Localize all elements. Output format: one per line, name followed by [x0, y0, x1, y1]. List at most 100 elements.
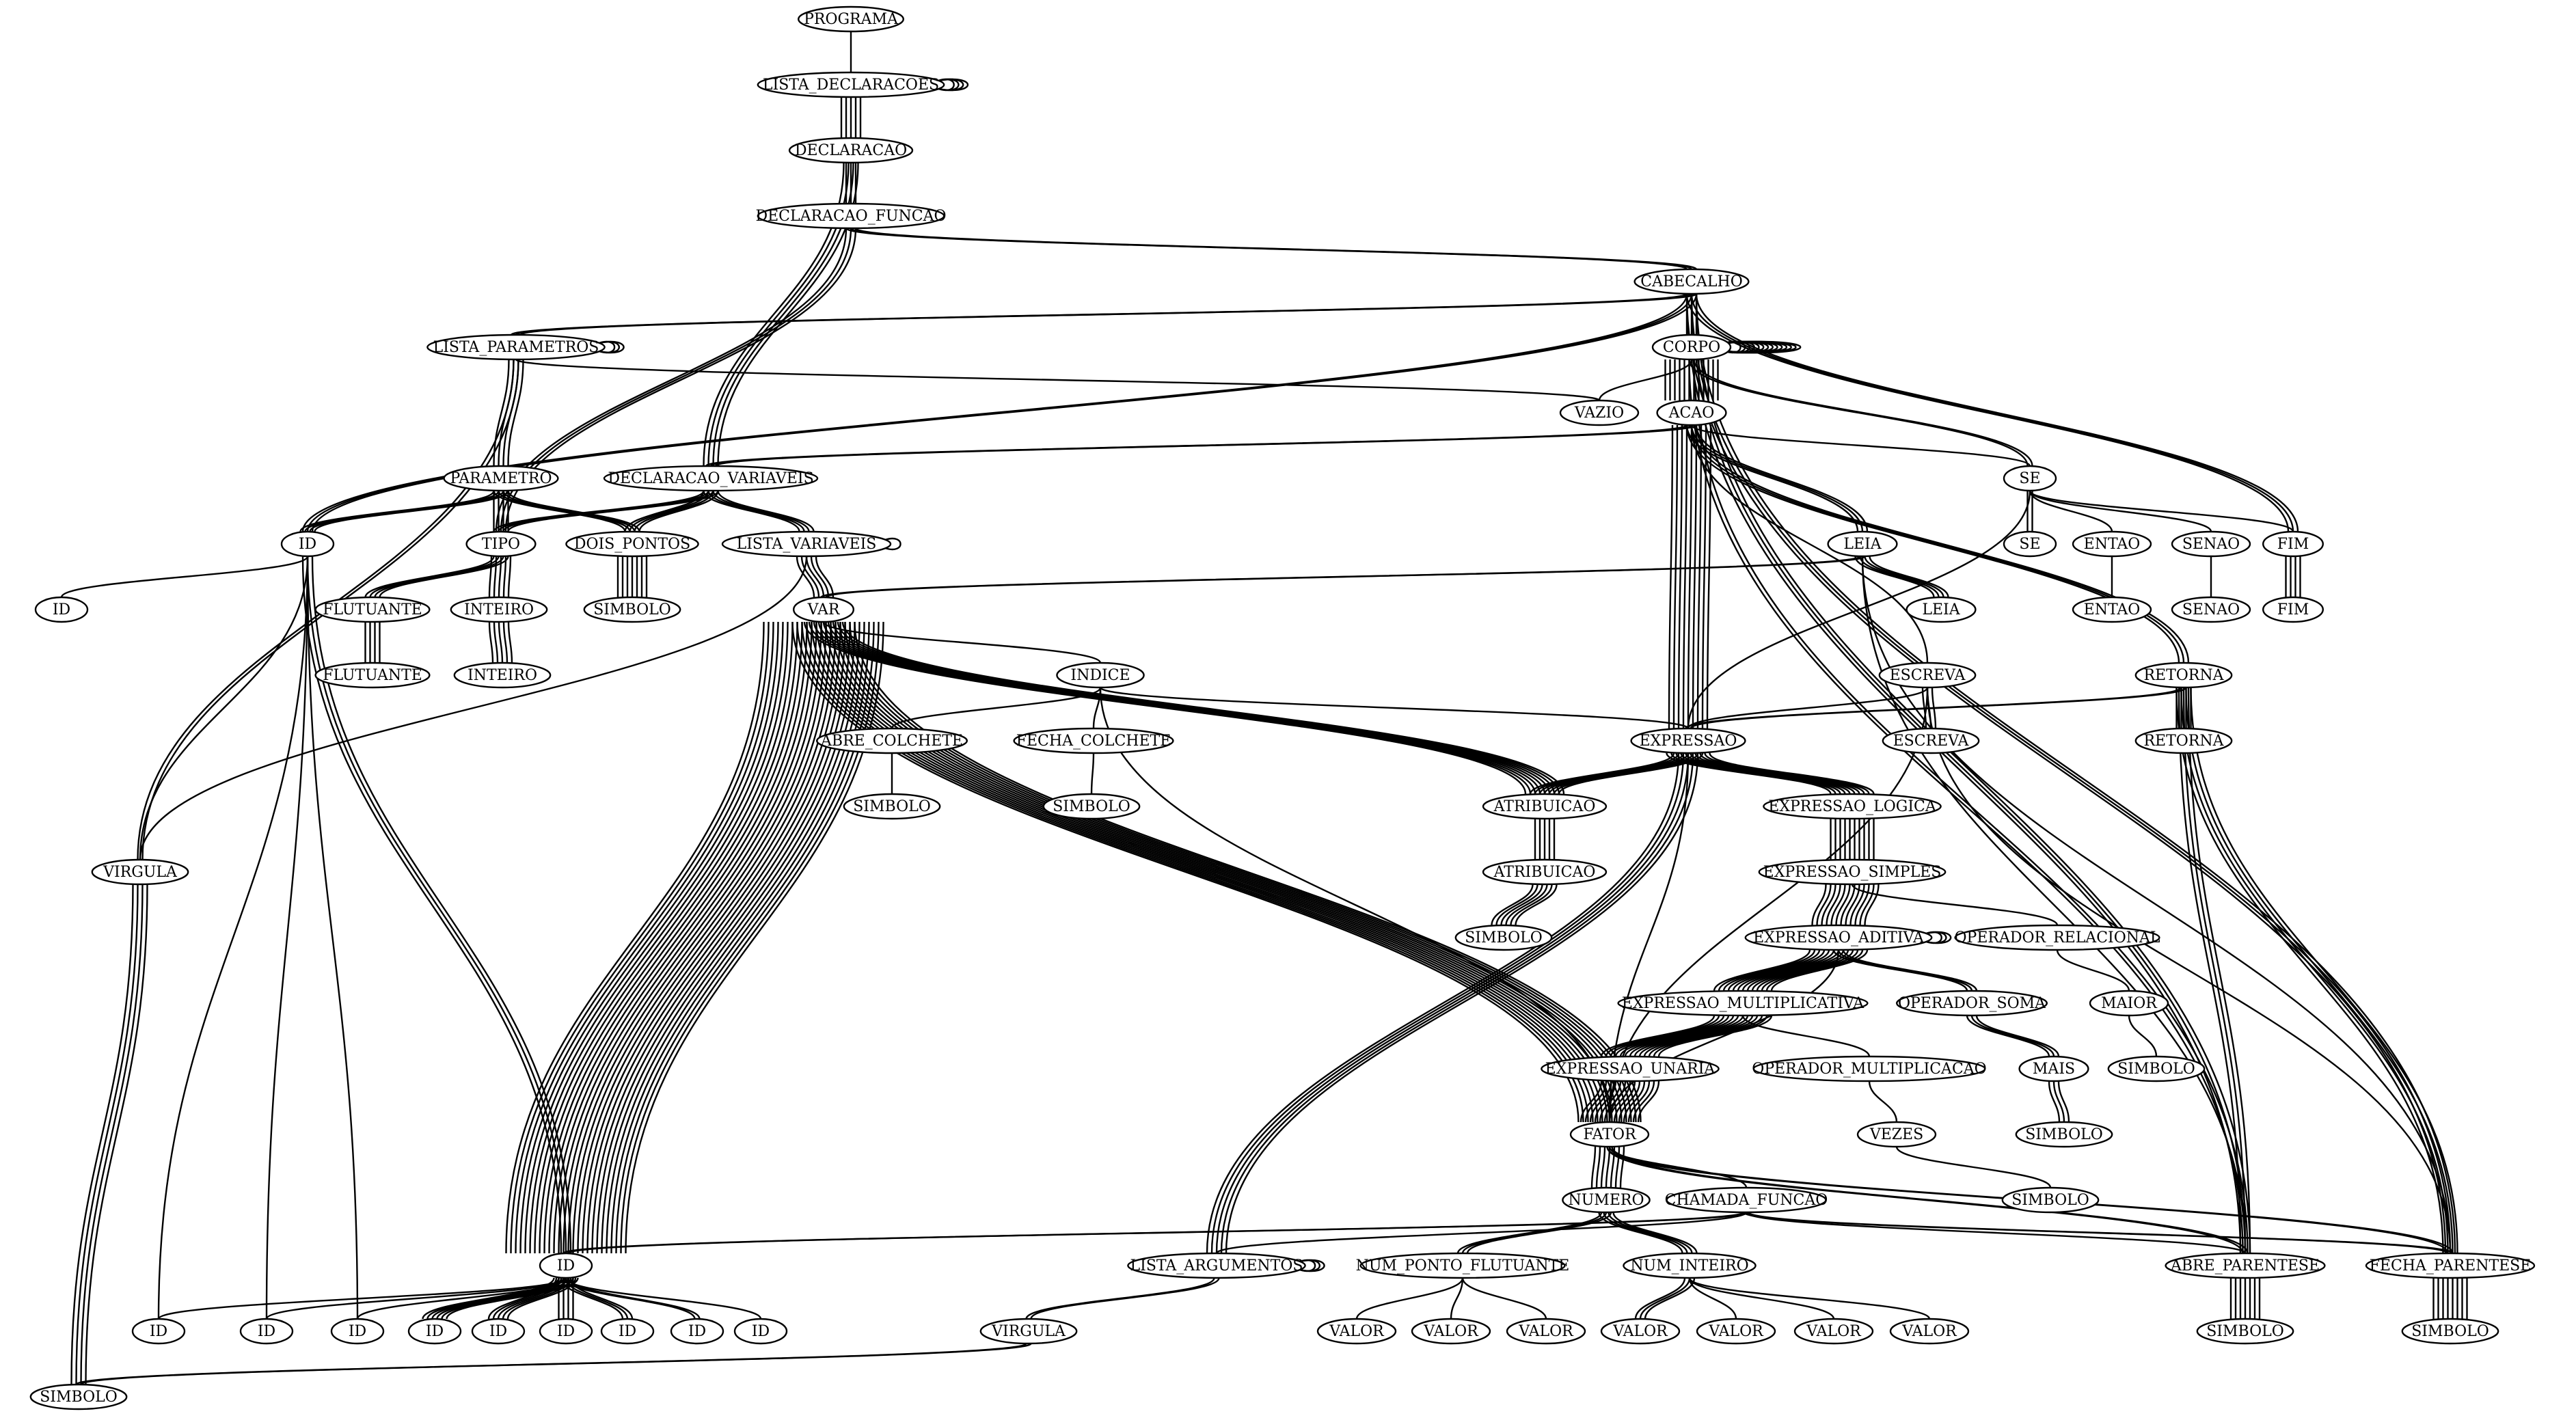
node-ellipse: [1013, 727, 1174, 754]
node-ellipse: [239, 1318, 294, 1345]
edge-n51-n54-5: [1619, 1015, 1735, 1057]
edge-n6-n10-4: [507, 359, 524, 467]
edge-n16-n26-1: [796, 556, 815, 598]
node-se: SE: [2003, 530, 2057, 558]
node-simbolo: SIMBOLO: [2401, 1318, 2499, 1345]
edge-n58-n61-3: [1600, 1146, 1606, 1188]
edge-n49-n51-13: [1770, 949, 1869, 992]
node-id: ID: [131, 1318, 186, 1345]
edge-n51-n54-4: [1614, 1015, 1730, 1057]
node-id: ID: [600, 1318, 655, 1345]
edge-n50-n53: [2056, 949, 2130, 992]
node-ellipse: [539, 1252, 593, 1279]
node-entao: ENTAO: [2072, 596, 2152, 623]
node-dois-pontos: DOIS_PONTOS: [565, 530, 699, 558]
edge-n14-n23-4: [379, 556, 509, 598]
node-ellipse: [2072, 530, 2152, 558]
node-ellipse: [1895, 990, 2048, 1017]
node-ellipse: [280, 530, 335, 558]
edge-n64-n78: [565, 1277, 762, 1320]
node-parametro: PARAMETRO: [443, 465, 559, 492]
node-ellipse: [1482, 793, 1608, 820]
edge-n35-n68-1: [2178, 687, 2242, 1254]
node-ellipse: [2072, 596, 2152, 623]
node-ellipse: [733, 1318, 788, 1345]
edge-n51-n54-6: [1624, 1015, 1739, 1057]
edge-n54-n58-1: [1580, 1080, 1603, 1123]
node-ellipse: [603, 465, 819, 492]
edge-n46-n48-5: [1510, 884, 1553, 926]
edge-n54-n58-11: [1627, 1080, 1651, 1123]
edge-n26-n64-5: [524, 621, 784, 1254]
edge-n26-n64-11: [553, 621, 813, 1254]
edge-n47-n49-5: [1830, 884, 1846, 926]
node-ellipse: [757, 71, 945, 98]
edge-n62-n64-2: [567, 1211, 1750, 1255]
node-label: EXPRESSAO_ADITIVA: [1753, 929, 1925, 946]
self-loop-n7-14: [1724, 340, 1802, 354]
node-fator: FATOR: [1569, 1121, 1650, 1148]
node-ellipse: [1569, 1121, 1650, 1148]
node-programa: PROGRAMA: [797, 5, 904, 33]
edge-n53-n57: [2128, 1015, 2158, 1057]
node-label: CHAMADA_FUNCAO: [1665, 1192, 1828, 1209]
edge-n9-n38-2: [1672, 424, 1679, 729]
node-cabecalho: CABECALHO: [1633, 268, 1750, 295]
edge-n11-n16-1: [703, 490, 800, 532]
node-tipo: TIPO: [465, 530, 537, 558]
node-maior: MAIOR: [2089, 990, 2169, 1017]
node-ellipse: [2107, 1055, 2206, 1082]
edge-n24-n32-2: [493, 621, 499, 664]
node-ellipse: [407, 1318, 462, 1345]
edge-n49-n51-5: [1732, 949, 1830, 992]
edge-n33-n36: [891, 687, 1102, 729]
edge-n64-n74-5: [506, 1277, 577, 1320]
edge-n45-n87-1: [70, 884, 134, 1385]
edge-n47-n49-3: [1821, 884, 1836, 926]
node-id: ID: [280, 530, 335, 558]
node-label: PARAMETRO: [450, 470, 552, 487]
edge-n26-n64-12: [558, 621, 817, 1254]
node-label: SIMBOLO: [40, 1389, 118, 1406]
node-vezes: VEZES: [1856, 1121, 1937, 1148]
edge-n49-n51-1: [1713, 949, 1811, 992]
edge-n79-n87-2: [80, 1342, 1032, 1386]
node-ellipse: [565, 530, 699, 558]
node-ellipse: [2089, 990, 2169, 1017]
node-num-inteiro: NUM_INTEIRO: [1623, 1252, 1757, 1279]
edge-n46-n48-6: [1515, 884, 1558, 926]
edge-n51-n54-1: [1600, 1015, 1716, 1057]
edge-n34-n38: [1687, 687, 1929, 729]
node-abre-parentese: ABRE_PARENTESE: [2165, 1252, 2326, 1279]
edge-n54-n58-6: [1603, 1080, 1627, 1123]
node-ellipse: [314, 596, 431, 623]
node-ellipse: [1617, 990, 1869, 1017]
edge-n35-n69-1: [2175, 687, 2444, 1254]
edge-n9-n35-2: [1690, 424, 2185, 664]
node-ellipse: [1411, 1318, 1491, 1345]
edge-n26-n58-13: [849, 621, 1637, 1123]
self-loop-n2-4: [938, 78, 968, 92]
edge-n14-n24-1: [488, 556, 493, 598]
node-label: EXPRESSAO_LOGICA: [1768, 798, 1937, 815]
node-retorna: RETORNA: [2134, 727, 2233, 754]
edge-n47-n49-6: [1835, 884, 1851, 926]
node-ellipse: [1482, 858, 1608, 886]
node-label: ID: [258, 1323, 275, 1340]
edge-n9-n38-7: [1696, 424, 1703, 729]
node-label: VALOR: [1806, 1323, 1862, 1340]
edge-n26-n58-8: [825, 621, 1613, 1123]
node-se: SE: [2003, 465, 2057, 492]
node-atribuicao: ATRIBUICAO: [1482, 858, 1608, 886]
edge-n56-n60-2: [2052, 1080, 2065, 1123]
edge-n49-n51-4: [1727, 949, 1826, 992]
edge-n47-n49-11: [1859, 884, 1875, 926]
edge-n17-n27-3: [1864, 556, 1944, 598]
node-label: OPERADOR_SOMA: [1898, 995, 2046, 1012]
edge-n26-n64-14: [567, 621, 827, 1254]
node-atribuicao: ATRIBUICAO: [1482, 793, 1608, 820]
edge-n9-n11-3: [714, 424, 1698, 467]
edge-n9-n17-3: [1695, 424, 1869, 532]
edge-n5-n13-3: [311, 293, 1698, 532]
node-declaracao: DECLARACAO: [788, 137, 914, 164]
